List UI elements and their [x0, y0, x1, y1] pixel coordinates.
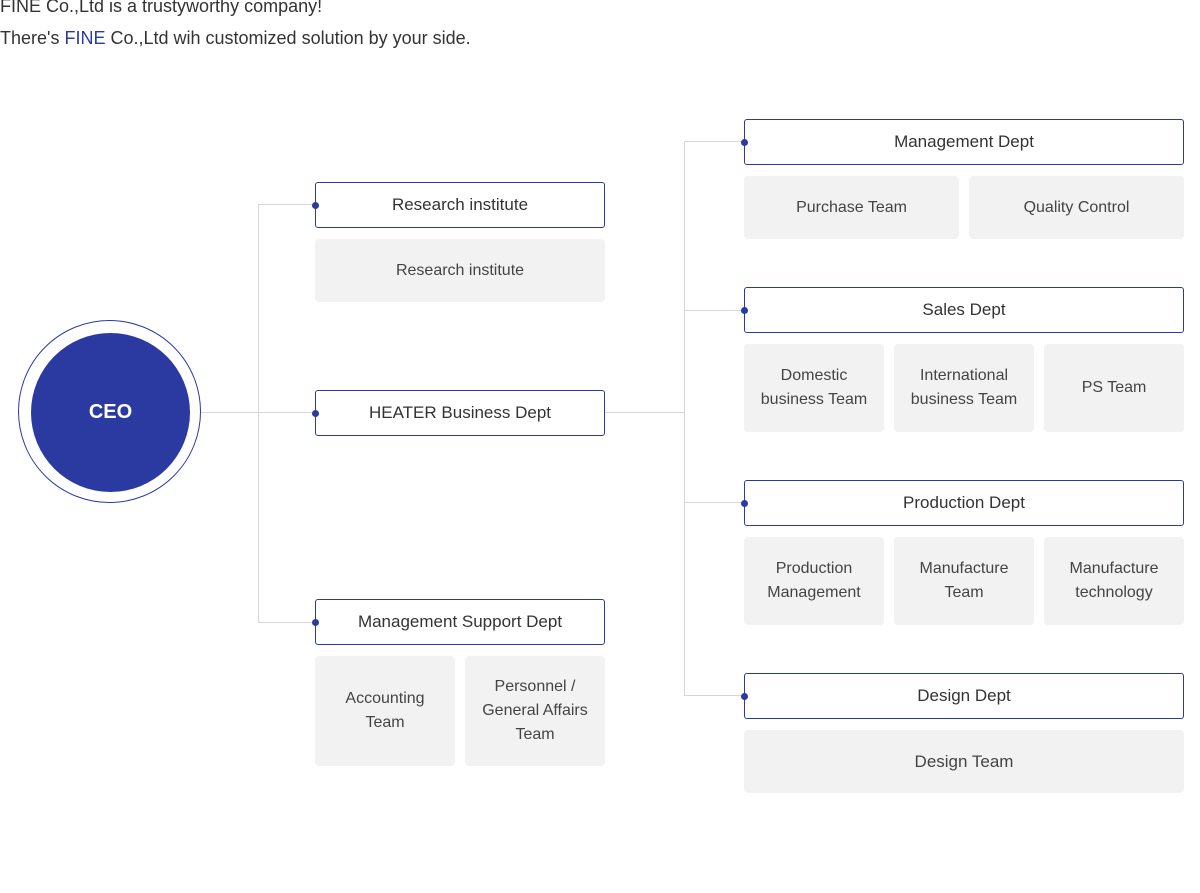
connector-dot-icon — [312, 410, 319, 417]
team-domestic-business: Domestic business Team — [744, 344, 884, 432]
dept-design: Design Dept — [741, 673, 1184, 719]
intro-text: FINE Co.,Ltd is a trustyworthy company! … — [0, 0, 471, 54]
connector-dot-icon — [741, 500, 748, 507]
team-manufacture: Manufacture Team — [894, 537, 1034, 625]
dept-label: Design Dept — [917, 686, 1011, 705]
team-accounting: Accounting Team — [315, 656, 455, 766]
dept-label: Research institute — [391, 195, 529, 214]
connector-heater-to-right-trunk — [604, 412, 685, 413]
connector-to-research — [258, 204, 316, 205]
connector-to-support — [258, 622, 316, 623]
team-personnel-general-affairs: Personnel / General Affairs Team — [465, 656, 605, 766]
intro-line-2-prefix: There's — [0, 28, 65, 48]
connector-to-sales — [684, 310, 745, 311]
team-research-institute: Research institute — [315, 239, 605, 302]
dept-management: Management Dept — [741, 119, 1184, 165]
connector-dot-icon — [312, 202, 319, 209]
connector-ceo-to-trunk — [201, 412, 259, 413]
team-quality-control: Quality Control — [969, 176, 1184, 239]
connector-to-management — [684, 141, 745, 142]
dept-sales: Sales Dept — [741, 287, 1184, 333]
team-manufacture-technology: Manufacture technology — [1044, 537, 1184, 625]
team-international-business: International business Team — [894, 344, 1034, 432]
connector-dot-icon — [741, 693, 748, 700]
intro-line-2-suffix: Co.,Ltd wih customized solution by your … — [105, 28, 471, 48]
connector-to-heater — [258, 412, 316, 413]
team-purchase: Purchase Team — [744, 176, 959, 239]
team-design: Design Team — [744, 730, 1184, 793]
ceo-node: CEO — [31, 333, 190, 492]
team-production-management: Production Management — [744, 537, 884, 625]
team-ps: PS Team — [1044, 344, 1184, 432]
connector-right-trunk — [684, 141, 685, 695]
connector-dot-icon — [741, 307, 748, 314]
connector-dot-icon — [312, 619, 319, 626]
dept-label: Management Support Dept — [357, 612, 563, 631]
dept-heater-business: HEATER Business Dept — [312, 390, 605, 436]
dept-research-institute: Research institute — [312, 182, 605, 228]
dept-label: Management Dept — [894, 132, 1034, 151]
intro-brand-highlight: FINE — [64, 28, 106, 48]
intro-line-2: There's FINE Co.,Ltd wih customized solu… — [0, 22, 471, 54]
connector-dot-icon — [741, 139, 748, 146]
dept-label: Sales Dept — [922, 300, 1006, 319]
dept-production: Production Dept — [741, 480, 1184, 526]
intro-line-1: FINE Co.,Ltd is a trustyworthy company! — [0, 0, 323, 16]
connector-left-trunk — [258, 204, 259, 622]
connector-to-design — [684, 695, 745, 696]
connector-to-production — [684, 502, 745, 503]
dept-management-support: Management Support Dept — [312, 599, 605, 645]
dept-label: Production Dept — [903, 493, 1025, 512]
dept-label: HEATER Business Dept — [368, 403, 552, 422]
